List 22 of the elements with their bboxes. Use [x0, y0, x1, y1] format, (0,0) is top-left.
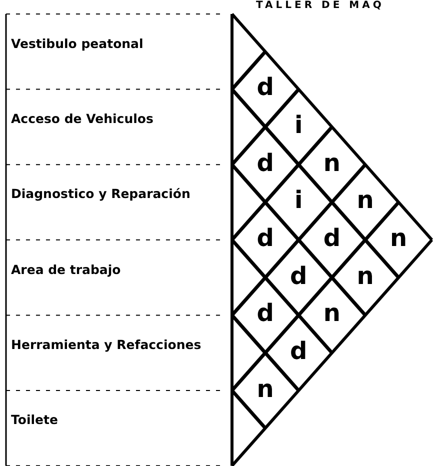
- row-label: Toilete: [11, 412, 59, 428]
- relation-letter: n: [323, 301, 340, 326]
- relation-letter: d: [256, 301, 274, 326]
- relation-letter: d: [256, 75, 274, 100]
- relation-letter: i: [294, 112, 303, 137]
- row-label: Area de trabajo: [11, 262, 122, 278]
- relation-letter: d: [256, 226, 274, 250]
- relation-letter: n: [390, 226, 408, 250]
- relation-letter: d: [290, 264, 308, 288]
- relation-letter: n: [256, 376, 274, 400]
- relation-letter: n: [323, 150, 340, 175]
- row-label: Diagnostico y Reparación: [11, 186, 192, 202]
- row-label: Vestibulo peatonal: [11, 36, 144, 52]
- relation-letter: n: [356, 188, 374, 212]
- relation-letter: i: [294, 188, 303, 212]
- relation-letter: d: [323, 226, 341, 250]
- relation-letter: n: [356, 264, 374, 288]
- relation-letter: d: [256, 150, 274, 175]
- row-label: Acceso de Vehiculos: [11, 110, 154, 127]
- row-label: Herramienta y Refacciones: [11, 336, 202, 353]
- title: TALLER DE MAQ: [256, 0, 384, 11]
- relation-letter: d: [290, 338, 308, 363]
